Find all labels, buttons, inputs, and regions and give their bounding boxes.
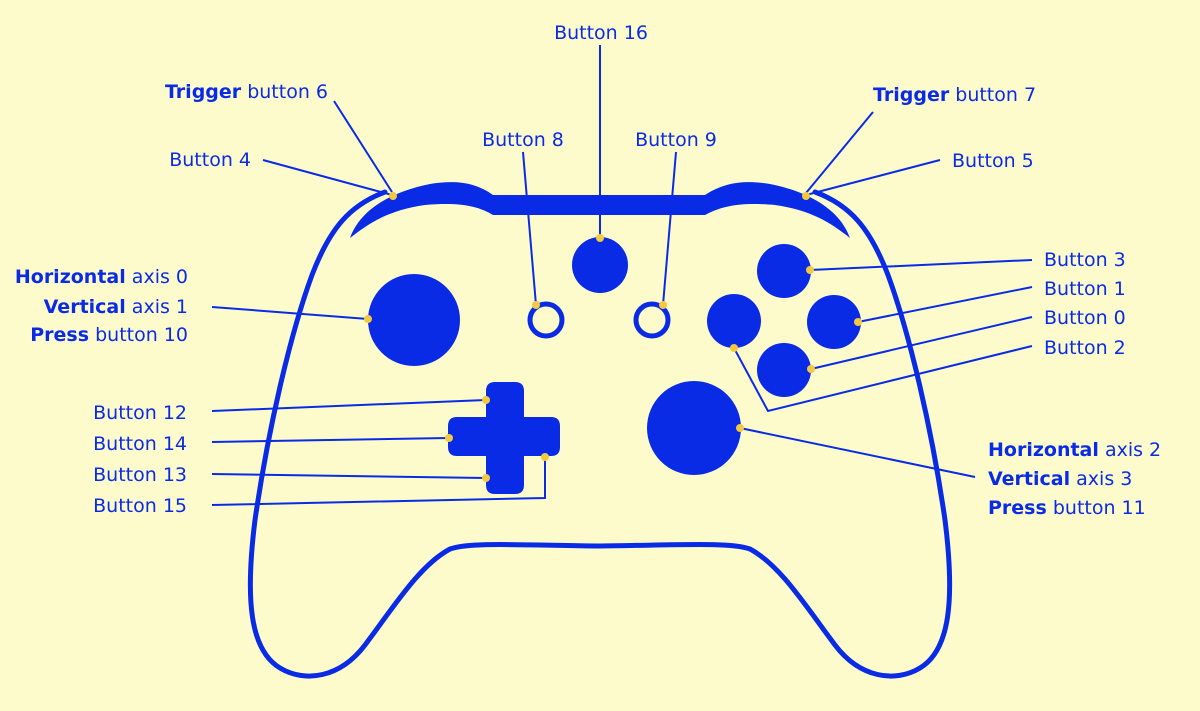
marker-dot <box>802 192 810 200</box>
label-trigger-7-rest: button 7 <box>949 84 1036 106</box>
marker-dot <box>532 301 540 309</box>
label-button-12: Button 12 <box>93 402 187 424</box>
label-right-stick-press: Press button 11 <box>988 497 1146 519</box>
leader-button-15 <box>211 457 546 506</box>
marker-dot <box>806 266 814 274</box>
leader-button-8 <box>522 151 537 306</box>
label-button-1: Button 1 <box>1044 278 1126 300</box>
label-left-stick-horizontal: Horizontal axis 0 <box>15 266 188 288</box>
label-button-0: Button 0 <box>1044 307 1126 329</box>
label-button-3: Button 3 <box>1044 249 1126 271</box>
leader-button-0 <box>810 316 1033 370</box>
label-button-15: Button 15 <box>93 495 187 517</box>
marker-dot <box>730 344 738 352</box>
marker-dot <box>541 453 549 461</box>
marker-dot <box>364 315 372 323</box>
label-button-8: Button 8 <box>482 129 564 151</box>
label-button-4: Button 4 <box>169 149 251 171</box>
label-left-stick-vertical: Vertical axis 1 <box>44 296 188 318</box>
face-button-1-left <box>707 294 761 348</box>
leader-lines <box>211 45 1033 506</box>
leader-left-stick <box>211 306 369 320</box>
marker-dots <box>364 192 862 482</box>
leader-button-9 <box>662 151 677 306</box>
label-trigger-6-bold: Trigger <box>165 81 242 103</box>
label-right-stick-horizontal: Horizontal axis 2 <box>988 439 1161 461</box>
marker-dot <box>854 318 862 326</box>
label-trigger-6-rest: button 6 <box>241 81 328 103</box>
leader-trigger-6 <box>333 100 393 193</box>
face-button-0 <box>807 295 861 349</box>
button-9-ring <box>633 301 671 339</box>
label-button-13: Button 13 <box>93 464 187 486</box>
label-right-stick-vertical: Vertical axis 3 <box>988 468 1132 490</box>
leader-trigger-7 <box>805 111 874 194</box>
leader-button-13 <box>211 473 487 479</box>
dpad <box>448 382 560 494</box>
button-8-ring <box>527 301 565 339</box>
label-button-14: Button 14 <box>93 433 187 455</box>
right-thumbstick <box>647 381 741 475</box>
marker-dot <box>736 424 744 432</box>
leader-button-4 <box>262 159 393 196</box>
left-thumbstick <box>368 274 460 366</box>
face-button-3 <box>757 244 811 298</box>
labels: Button 16 Trigger button 6 Trigger butto… <box>15 22 1161 519</box>
marker-dot <box>596 234 604 242</box>
label-button-2: Button 2 <box>1044 337 1126 359</box>
label-left-stick-press: Press button 10 <box>30 324 188 346</box>
label-button-9: Button 9 <box>635 129 717 151</box>
label-trigger-7: Trigger button 7 <box>873 84 1036 106</box>
leader-button-14 <box>211 437 450 443</box>
marker-dot <box>659 301 667 309</box>
leader-button-12 <box>211 399 487 412</box>
label-button-16: Button 16 <box>554 22 648 44</box>
face-button-2 <box>757 343 811 397</box>
leader-button-2 <box>733 345 1033 413</box>
leader-button-1 <box>857 286 1033 323</box>
button-16 <box>572 237 628 293</box>
label-trigger-6: Trigger button 6 <box>165 81 328 103</box>
marker-dot <box>482 474 490 482</box>
leader-right-stick <box>739 427 976 478</box>
leader-button-3 <box>809 259 1033 271</box>
marker-dot <box>807 365 815 373</box>
label-button-5: Button 5 <box>952 150 1034 172</box>
controller-body-outline <box>247 189 953 679</box>
marker-dot <box>482 396 490 404</box>
leader-button-5 <box>805 159 941 196</box>
label-trigger-7-bold: Trigger <box>873 84 950 106</box>
marker-dot <box>445 434 453 442</box>
marker-dot <box>389 192 397 200</box>
